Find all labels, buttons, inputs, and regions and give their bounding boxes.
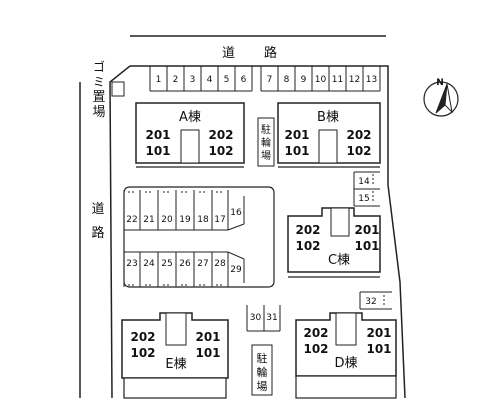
unit-number: 202 — [130, 330, 155, 344]
parking-space-label: 17 — [214, 215, 225, 225]
parking-middle-upper — [123, 190, 245, 231]
garbage-area-box — [111, 81, 125, 97]
bicycle-parking-bottom-box — [251, 344, 273, 396]
parking-top-row-a — [149, 66, 253, 92]
unit-number: 102 — [303, 342, 328, 356]
unit-number: 201 — [195, 330, 220, 344]
parking-space-label: 6 — [241, 75, 247, 85]
left-road-char: 道 — [91, 202, 105, 217]
parking-space-label: 4 — [207, 75, 213, 85]
parking-island — [123, 186, 275, 288]
parking-space-label: 31 — [266, 313, 277, 323]
parking-space-label: 5 — [224, 75, 230, 85]
unit-number: 202 — [208, 128, 233, 142]
unit-number: 102 — [346, 144, 371, 158]
parking-space-label: 20 — [161, 215, 173, 225]
building-e — [121, 312, 229, 399]
parking-space-label: 14 — [358, 177, 370, 187]
parking-space-label: 8 — [284, 75, 290, 85]
parking-right-top — [353, 171, 380, 207]
parking-space-label: 19 — [179, 215, 191, 225]
unit-number: 102 — [295, 239, 320, 253]
building-a-name: A棟 — [179, 110, 201, 125]
parking-middle-lower — [123, 251, 245, 287]
garbage-area-char: 場 — [92, 105, 106, 120]
bicycle-parking-char: 輪 — [257, 365, 268, 379]
unit-number: 102 — [208, 144, 233, 158]
garbage-area-char: 置 — [92, 90, 106, 105]
building-c — [287, 207, 381, 278]
top-road-label: 道 路 — [222, 46, 286, 61]
parking-space-label: 32 — [365, 297, 376, 307]
parking-space-label: 13 — [366, 75, 377, 85]
parking-space-label: 12 — [349, 75, 360, 85]
building-e-name: E棟 — [165, 357, 186, 372]
unit-number: 201 — [284, 128, 309, 142]
unit-number: 101 — [145, 144, 170, 158]
bicycle-parking-char: 場 — [261, 149, 271, 162]
bicycle-parking-char: 輪 — [261, 136, 271, 149]
parking-right-lower — [359, 291, 392, 310]
unit-number: 101 — [354, 239, 379, 253]
bicycle-parking-char: 駐 — [261, 123, 271, 136]
left-road-label: 道 路 — [90, 198, 106, 246]
parking-space-label: 7 — [267, 75, 273, 85]
parking-space-label: 3 — [190, 75, 196, 85]
parking-space-label: 27 — [197, 259, 208, 269]
garbage-area-label: ゴ ミ 置 場 — [91, 60, 107, 120]
parking-top-row-b — [260, 66, 381, 92]
parking-space-label: 28 — [214, 259, 226, 269]
unit-number: 202 — [346, 128, 371, 142]
unit-number: 202 — [303, 326, 328, 340]
parking-space-label: 29 — [230, 265, 242, 275]
building-a — [135, 102, 245, 168]
building-d — [295, 312, 397, 399]
compass-north-label: N — [436, 78, 444, 88]
bicycle-parking-top-box — [257, 117, 275, 167]
garbage-area-char: ミ — [92, 75, 105, 89]
bicycle-parking-char: 場 — [257, 380, 268, 393]
building-d-name: D棟 — [334, 356, 357, 371]
parking-space-label: 16 — [230, 208, 242, 218]
unit-number: 101 — [284, 144, 309, 158]
building-b-name: B棟 — [317, 110, 339, 125]
parking-space-label: 26 — [179, 259, 191, 269]
compass-icon — [423, 81, 459, 117]
bicycle-parking-char: 駐 — [257, 351, 268, 365]
building-c-name: C棟 — [328, 253, 350, 268]
unit-number: 102 — [130, 346, 155, 360]
parking-space-label: 30 — [250, 313, 262, 323]
parking-space-label: 10 — [315, 75, 327, 85]
garbage-area-char: ゴ — [92, 60, 105, 74]
unit-number: 101 — [366, 342, 391, 356]
unit-number: 202 — [295, 223, 320, 237]
parking-space-label: 24 — [143, 259, 155, 269]
parking-space-label: 23 — [126, 259, 137, 269]
unit-number: 201 — [366, 326, 391, 340]
parking-space-label: 25 — [161, 259, 172, 269]
parking-space-label: 11 — [332, 75, 343, 85]
parking-center — [246, 305, 281, 332]
unit-number: 201 — [354, 223, 379, 237]
parking-space-label: 15 — [358, 194, 369, 204]
parking-space-label: 18 — [197, 215, 209, 225]
parking-space-label: 9 — [301, 75, 307, 85]
parking-space-label: 1 — [156, 75, 162, 85]
parking-space-label: 22 — [126, 215, 137, 225]
parking-space-label: 2 — [173, 75, 179, 85]
parking-space-label: 21 — [143, 215, 154, 225]
left-road-char: 路 — [91, 226, 105, 241]
unit-number: 101 — [195, 346, 220, 360]
unit-number: 201 — [145, 128, 170, 142]
building-b — [277, 102, 381, 168]
site-boundary — [109, 65, 406, 399]
